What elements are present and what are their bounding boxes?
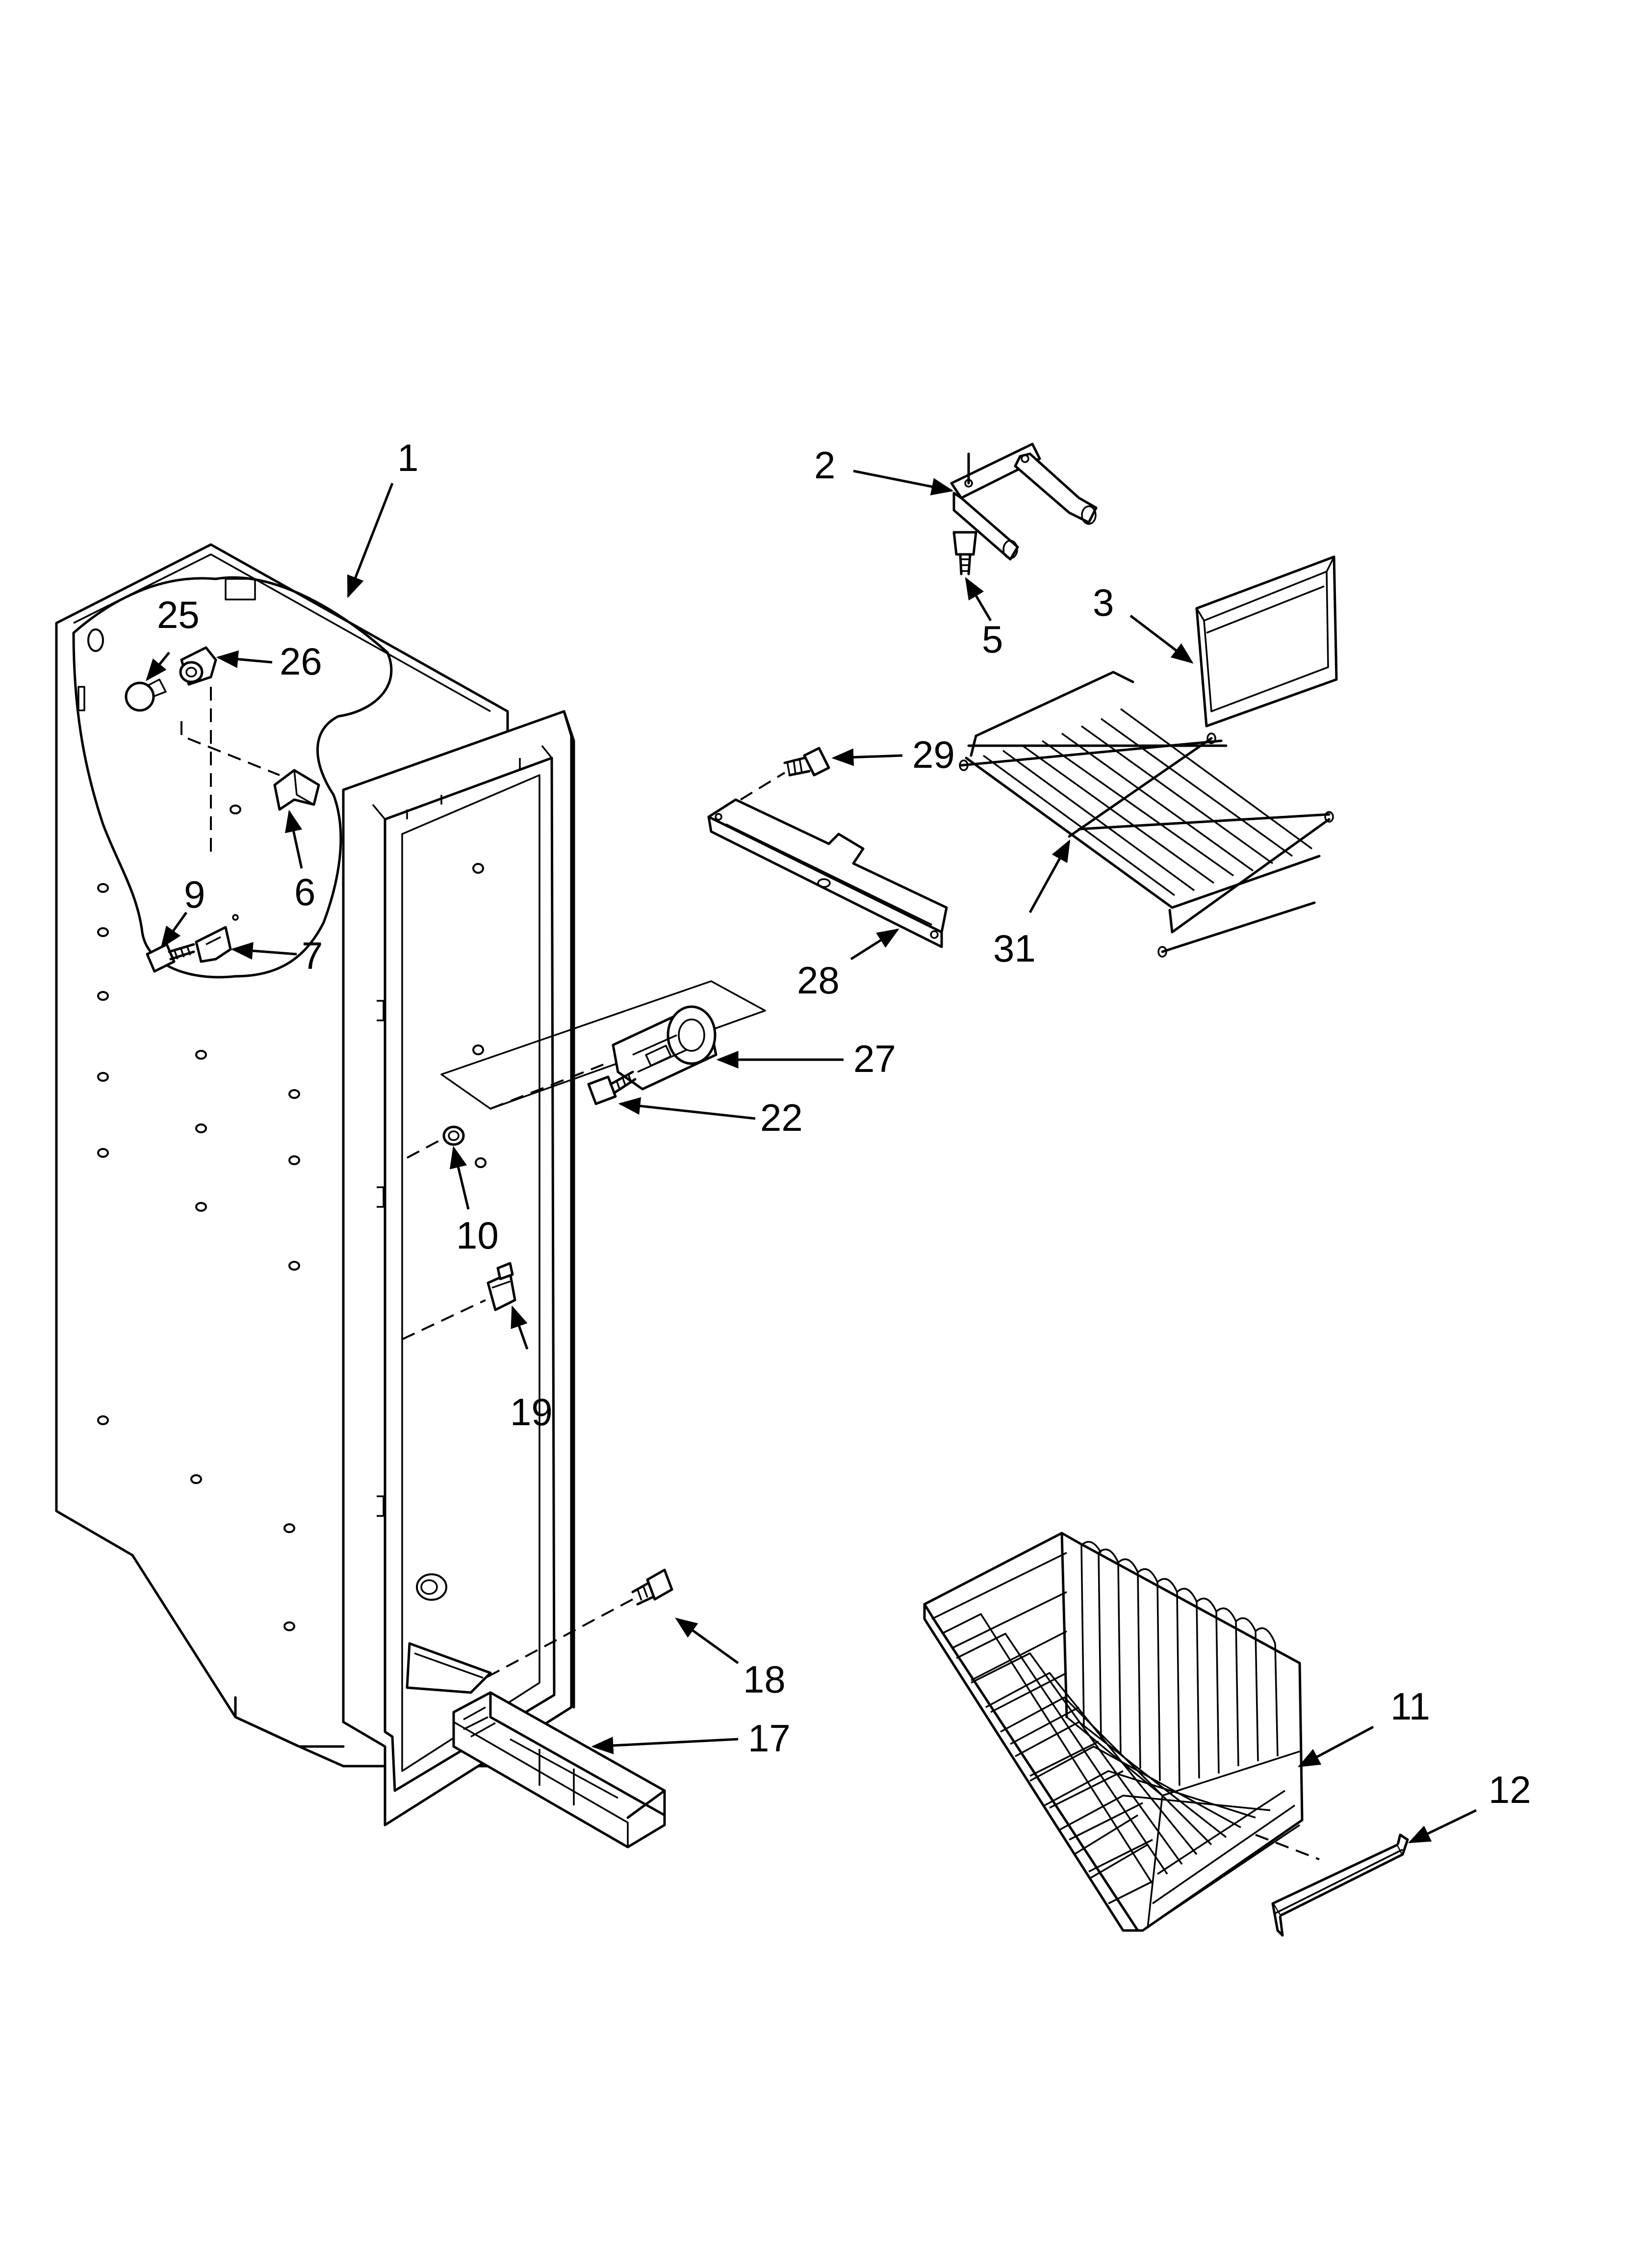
plate-outline xyxy=(440,980,766,1110)
callout-5: 5 xyxy=(982,618,1003,661)
screw-part-18 xyxy=(485,1568,673,1679)
wire-shelf-part-31 xyxy=(959,671,1334,958)
shelf-bracket-part-2 xyxy=(950,443,1098,561)
plug-part-10 xyxy=(407,1125,465,1159)
callout-28: 28 xyxy=(797,959,840,1002)
callout-29: 29 xyxy=(912,733,955,776)
callout-2: 2 xyxy=(814,443,835,487)
callout-19: 19 xyxy=(510,1390,553,1434)
shelf-rail-part-28 xyxy=(707,772,948,948)
screw-part-29 xyxy=(783,747,830,777)
callout-labels: 1 2 3 5 6 7 9 10 11 12 17 18 19 22 25 26… xyxy=(157,436,1531,1811)
callout-18: 18 xyxy=(743,1658,786,1701)
callout-27: 27 xyxy=(853,1037,896,1080)
callout-25: 25 xyxy=(157,593,200,636)
switch-part-19 xyxy=(402,1262,516,1340)
callout-12: 12 xyxy=(1488,1768,1531,1811)
screw-part-9 xyxy=(146,943,195,973)
leader-lines xyxy=(146,469,1477,1844)
callout-31: 31 xyxy=(993,927,1036,970)
freezer-liner-part-1 xyxy=(55,543,575,1826)
callout-17: 17 xyxy=(748,1717,791,1760)
basket-trim-part-12 xyxy=(1255,1833,1409,1937)
screw-part-22 xyxy=(587,1070,637,1105)
callout-7: 7 xyxy=(302,934,323,977)
clip-part-6 xyxy=(273,769,320,811)
wire-basket-part-11 xyxy=(923,1532,1304,1932)
vent-grille-part-17 xyxy=(452,1691,666,1849)
light-bulb-part-25 xyxy=(125,678,167,712)
callout-1: 1 xyxy=(397,436,418,479)
screw-part-5 xyxy=(952,531,977,575)
shelf-front-part-3 xyxy=(1195,555,1338,728)
slide-guide-part-27 xyxy=(612,1005,718,1091)
callout-22: 22 xyxy=(760,1096,803,1139)
callout-9: 9 xyxy=(184,873,205,916)
callout-6: 6 xyxy=(294,870,315,913)
callout-10: 10 xyxy=(456,1214,499,1257)
callout-26: 26 xyxy=(280,640,322,683)
side-panel-holes xyxy=(97,805,300,1631)
callout-11: 11 xyxy=(1390,1685,1430,1728)
light-socket-part-26 xyxy=(179,646,217,686)
bracket-part-7 xyxy=(195,914,239,963)
callout-3: 3 xyxy=(1093,581,1114,624)
